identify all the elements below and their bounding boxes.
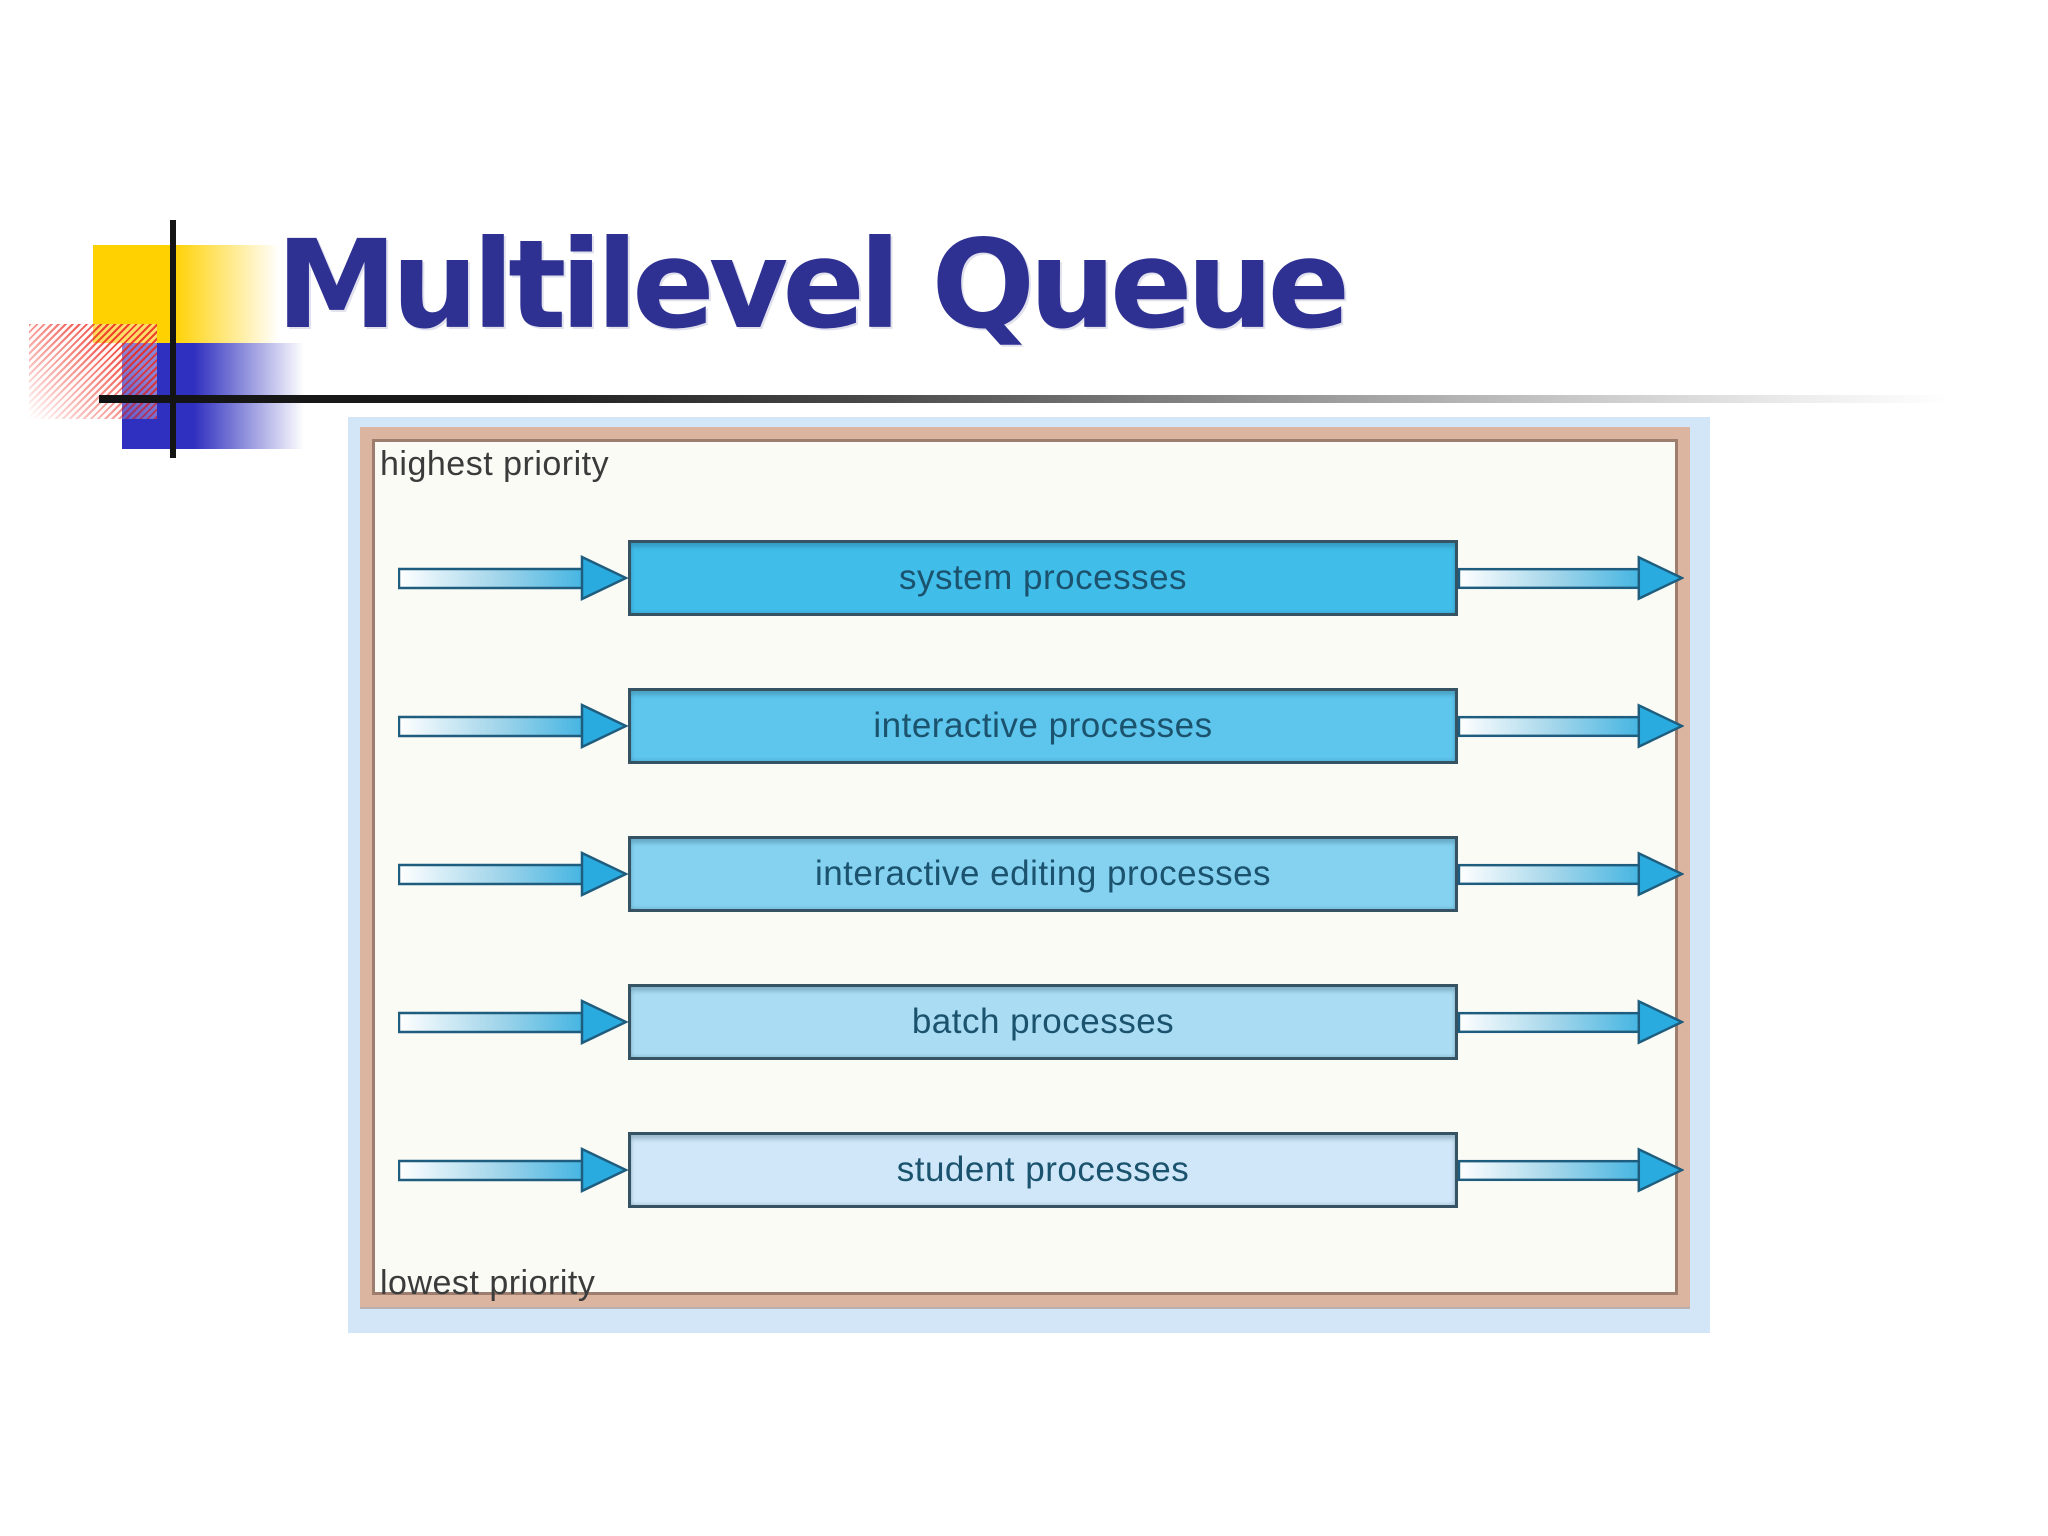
queue-row: system processes	[372, 540, 1684, 616]
queue-input-arrow-icon	[398, 999, 628, 1045]
queue-box: batch processes	[628, 984, 1458, 1060]
queue-input-arrow-icon	[398, 703, 628, 749]
queue-input-arrow-icon	[398, 555, 628, 601]
lowest-priority-label: lowest priority	[380, 1264, 596, 1302]
queue-input-arrow-icon	[398, 851, 628, 897]
queue-row: interactive processes	[372, 688, 1684, 764]
queue-box: system processes	[628, 540, 1458, 616]
queue-output-arrow-icon	[1458, 555, 1684, 601]
diagram-frame: highest priority system processes intera…	[360, 427, 1690, 1307]
queue-box: student processes	[628, 1132, 1458, 1208]
queue-label: interactive editing processes	[814, 854, 1272, 893]
queue-box: interactive processes	[628, 688, 1458, 764]
queue-output-arrow-icon	[1458, 703, 1684, 749]
slide-title: Multilevel Queue	[276, 214, 1350, 356]
queue-label: interactive processes	[873, 706, 1213, 745]
queue-label: student processes	[896, 1150, 1190, 1189]
queue-output-arrow-icon	[1458, 1147, 1684, 1193]
title-underline	[99, 395, 1950, 403]
queue-row: student processes	[372, 1132, 1684, 1208]
queue-output-arrow-icon	[1458, 851, 1684, 897]
diagram-mat: highest priority system processes intera…	[348, 417, 1710, 1333]
highest-priority-label: highest priority	[380, 445, 610, 483]
queue-row: batch processes	[372, 984, 1684, 1060]
queue-label: system processes	[898, 558, 1188, 597]
queue-input-arrow-icon	[398, 1147, 628, 1193]
queue-box: interactive editing processes	[628, 836, 1458, 912]
queue-output-arrow-icon	[1458, 999, 1684, 1045]
queue-row: interactive editing processes	[372, 836, 1684, 912]
queue-label: batch processes	[911, 1002, 1175, 1041]
decor-vertical-line	[170, 220, 176, 458]
decor-red-hatch-square	[29, 324, 157, 419]
